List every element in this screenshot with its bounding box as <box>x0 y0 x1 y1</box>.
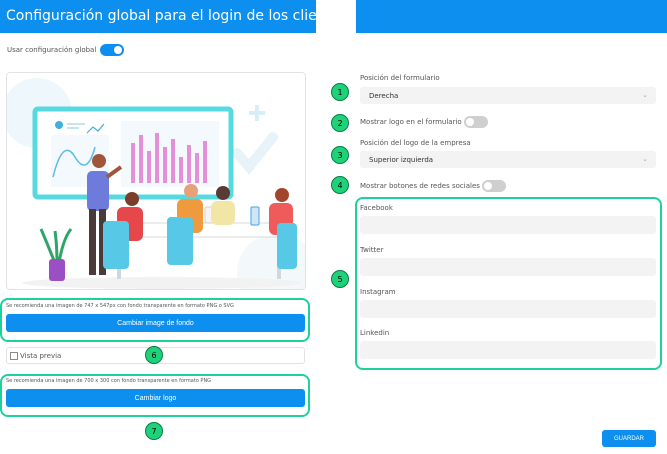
social-buttons-toggle[interactable] <box>481 180 506 192</box>
show-logo-toggle[interactable] <box>463 116 488 128</box>
step-badge-7: 7 <box>145 422 163 440</box>
chevron-down-icon: ⌄ <box>642 155 648 163</box>
toggle-knob <box>114 46 123 54</box>
toggle-knob <box>465 118 474 126</box>
save-button[interactable]: GUARDAR <box>602 430 656 447</box>
social-buttons-row: Mostrar botones de redes sociales <box>360 180 506 192</box>
step-badge-4: 4 <box>331 176 349 194</box>
social-fields-highlight <box>355 197 662 370</box>
linkedin-input[interactable] <box>360 341 656 359</box>
meeting-illustration <box>7 78 305 289</box>
global-config-label: Usar configuración global <box>7 46 97 54</box>
facebook-input[interactable] <box>360 216 656 234</box>
chevron-down-icon: ⌄ <box>642 91 648 99</box>
logo-position-value: Superior izquierda <box>369 155 434 164</box>
change-logo-button[interactable]: Cambiar logo <box>6 389 305 407</box>
twitter-label: Twitter <box>360 246 384 254</box>
background-recommendation: Se recomienda una imagen de 747 x 547px … <box>6 303 234 309</box>
header-bar-right <box>356 0 667 33</box>
twitter-input[interactable] <box>360 258 656 276</box>
toggle-knob <box>483 182 492 190</box>
background-section-highlight <box>0 298 310 342</box>
page-title: Configuración global para el login de lo… <box>0 0 316 33</box>
step-badge-2: 2 <box>331 114 349 132</box>
logo-section-highlight <box>0 374 310 417</box>
show-logo-label: Mostrar logo en el formulario <box>360 118 462 126</box>
logo-position-label: Posición del logo de la empresa <box>360 139 471 147</box>
show-logo-row: Mostrar logo en el formulario <box>360 116 488 128</box>
form-position-select[interactable]: Derecha ⌄ <box>360 87 656 104</box>
change-background-button[interactable]: Cambiar image de fondo <box>6 314 305 332</box>
preview-label: Vista previa <box>20 351 62 360</box>
preview-checkbox[interactable] <box>10 351 18 360</box>
background-preview-image <box>6 72 306 290</box>
form-position-label: Posición del formulario <box>360 74 440 82</box>
logo-position-select[interactable]: Superior izquierda ⌄ <box>360 151 656 168</box>
step-badge-6: 6 <box>145 346 163 364</box>
global-config-row: Usar configuración global <box>7 44 125 56</box>
social-buttons-label: Mostrar botones de redes sociales <box>360 182 480 190</box>
logo-recommendation: Se recomienda una imagen de 700 x 300 co… <box>6 378 212 384</box>
instagram-input[interactable] <box>360 300 656 318</box>
step-badge-1: 1 <box>331 83 349 101</box>
step-badge-3: 3 <box>331 146 349 164</box>
facebook-label: Facebook <box>360 204 393 212</box>
global-config-toggle[interactable] <box>100 44 125 56</box>
instagram-label: Instagram <box>360 288 396 296</box>
linkedin-label: Linkedin <box>360 329 390 337</box>
step-badge-5: 5 <box>331 270 349 288</box>
form-position-value: Derecha <box>369 91 399 100</box>
